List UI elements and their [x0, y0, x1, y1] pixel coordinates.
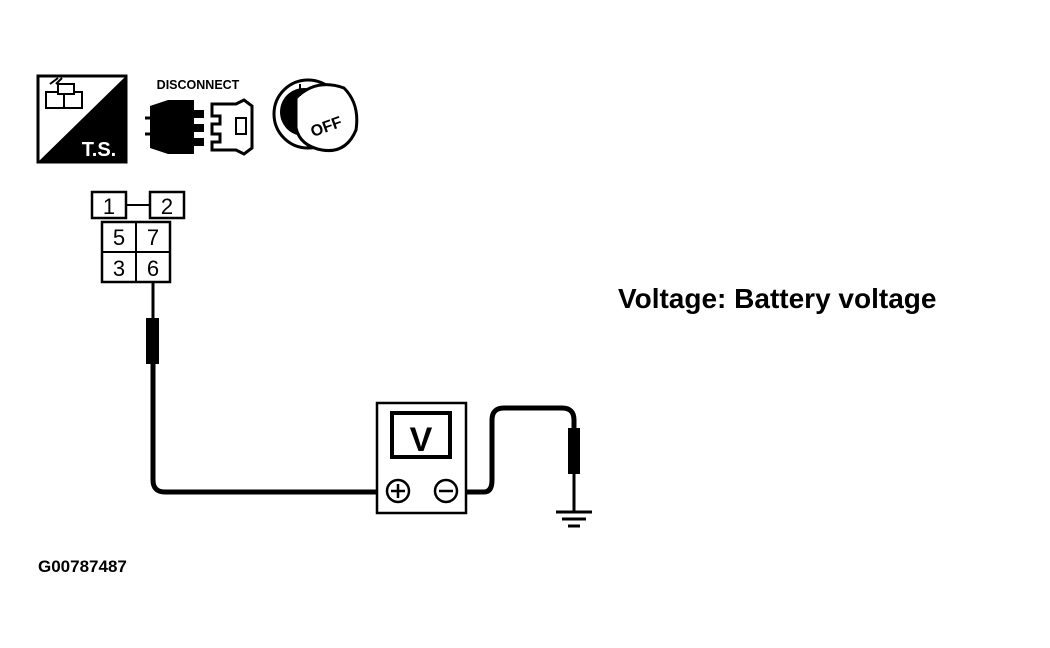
- minus-terminal-icon: [433, 478, 459, 504]
- connector-face: 1 2 5 7 3 6: [90, 190, 186, 284]
- positive-probe-lead: [146, 282, 384, 495]
- ts-connector-icon: T.S.: [36, 74, 128, 164]
- pin-1: 1: [103, 194, 115, 219]
- pin-2: 2: [161, 194, 173, 219]
- pin-5: 5: [113, 225, 125, 250]
- figure-id: G00787487: [38, 557, 127, 576]
- voltage-spec-text: Voltage: Battery voltage: [618, 283, 936, 314]
- ts-label: T.S.: [82, 139, 116, 161]
- voltmeter: V: [375, 401, 468, 515]
- disconnect-label: DISCONNECT: [157, 78, 240, 92]
- negative-probe-lead: [462, 405, 580, 512]
- ground-icon: [556, 510, 592, 528]
- pin-3: 3: [113, 256, 125, 281]
- plus-terminal-icon: [385, 478, 411, 504]
- meter-label: V: [410, 421, 433, 459]
- pin-6: 6: [147, 256, 159, 281]
- disconnect-connector-icon: DISCONNECT: [145, 78, 254, 156]
- pin-7: 7: [147, 225, 159, 250]
- ignition-key-icon: OFF: [272, 78, 359, 153]
